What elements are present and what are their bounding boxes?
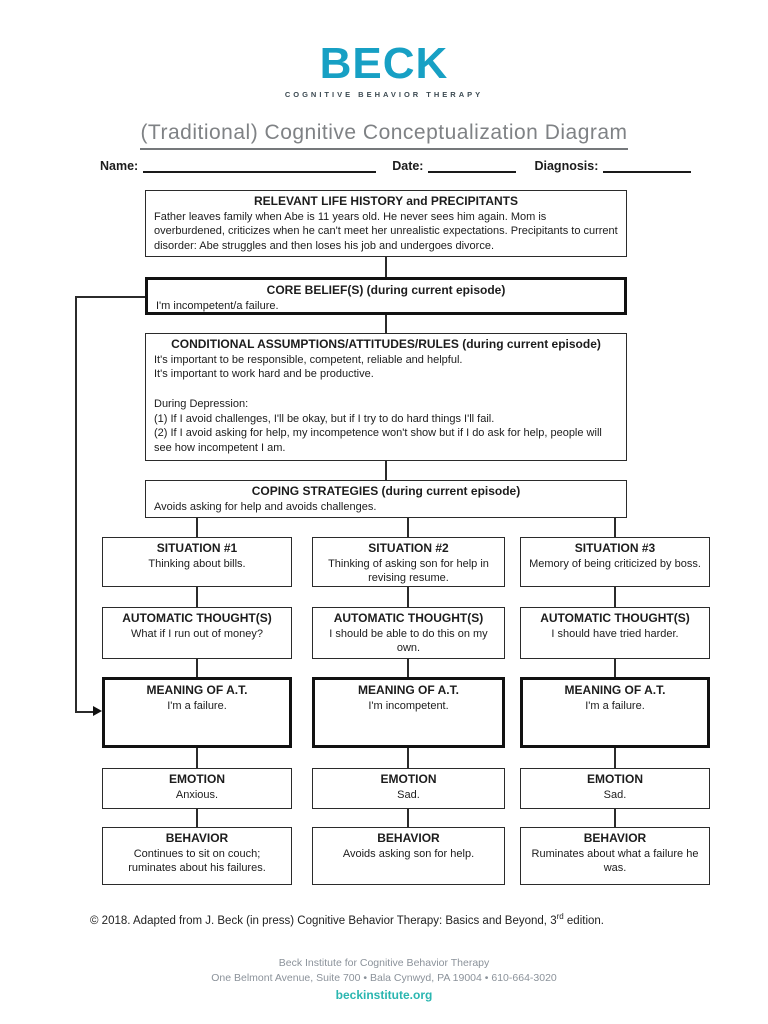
connector-line <box>385 461 387 480</box>
connector-line <box>196 809 198 827</box>
connector-line <box>385 315 387 333</box>
automatic-thought-1-box: AUTOMATIC THOUGHT(S) What if I run out o… <box>102 607 292 659</box>
feedback-arrowhead-icon <box>93 706 102 716</box>
relevant-life-history-box: RELEVANT LIFE HISTORY and PRECIPITANTS F… <box>145 190 627 257</box>
situation-2-body: Thinking of asking son for help in revis… <box>328 557 489 585</box>
situation-3-box: SITUATION #3 Memory of being criticized … <box>520 537 710 587</box>
connector-line <box>385 257 387 277</box>
patient-info-row: Name: Date: Diagnosis: <box>100 153 700 173</box>
connector-line <box>196 517 198 537</box>
core-belief-box: CORE BELIEF(S) (during current episode) … <box>145 277 627 315</box>
situation-3-body: Memory of being criticized by boss. <box>529 557 701 570</box>
copyright-line: © 2018. Adapted from J. Beck (in press) … <box>90 912 604 927</box>
connector-line <box>407 587 409 607</box>
connector-line <box>614 659 616 677</box>
footer-address: One Belmont Avenue, Suite 700 • Bala Cyn… <box>211 972 557 985</box>
emotion-3-title: EMOTION <box>587 772 643 786</box>
feedback-arrow-line <box>75 296 77 712</box>
behavior-1-title: BEHAVIOR <box>165 831 229 845</box>
automatic-thought-3-box: AUTOMATIC THOUGHT(S) I should have tried… <box>520 607 710 659</box>
connector-line <box>196 659 198 677</box>
meaning-2-box: MEANING OF A.T. I'm incompetent. <box>312 677 505 748</box>
emotion-3-box: EMOTION Sad. <box>520 768 710 809</box>
core-belief-body: I'm incompetent/a failure. <box>156 299 279 312</box>
automatic-thought-1-body: What if I run out of money? <box>130 627 264 640</box>
coping-strategies-title: COPING STRATEGIES (during current episod… <box>251 484 521 498</box>
emotion-2-title: EMOTION <box>380 772 437 786</box>
date-field[interactable] <box>428 158 517 173</box>
relevant-life-history-title: RELEVANT LIFE HISTORY and PRECIPITANTS <box>253 194 519 208</box>
connector-line <box>614 809 616 827</box>
meaning-3-box: MEANING OF A.T. I'm a failure. <box>520 677 710 748</box>
meaning-3-body: I'm a failure. <box>585 699 645 712</box>
diagnosis-field[interactable] <box>603 158 692 173</box>
meaning-2-title: MEANING OF A.T. <box>358 683 459 697</box>
behavior-2-box: BEHAVIOR Avoids asking son for help. <box>312 827 505 885</box>
situation-1-box: SITUATION #1 Thinking about bills. <box>102 537 292 587</box>
copyright-suffix: edition. <box>563 914 604 927</box>
meaning-3-title: MEANING OF A.T. <box>564 683 666 697</box>
situation-2-box: SITUATION #2 Thinking of asking son for … <box>312 537 505 587</box>
meaning-1-title: MEANING OF A.T. <box>146 683 248 697</box>
emotion-2-body: Sad. <box>397 788 420 801</box>
emotion-3-body: Sad. <box>603 788 627 801</box>
page-footer: Beck Institute for Cognitive Behavior Th… <box>0 956 768 1004</box>
behavior-1-body: Continues to sit on couch; ruminates abo… <box>128 847 266 875</box>
beck-logo-text: BECK <box>319 39 449 88</box>
emotion-1-box: EMOTION Anxious. <box>102 768 292 809</box>
emotion-1-body: Anxious. <box>175 788 219 801</box>
beck-logo-tagline: COGNITIVE BEHAVIOR THERAPY <box>284 90 484 99</box>
core-belief-title: CORE BELIEF(S) (during current episode) <box>266 283 506 297</box>
connector-line <box>614 517 616 537</box>
connector-line <box>614 587 616 607</box>
automatic-thought-2-box: AUTOMATIC THOUGHT(S) I should be able to… <box>312 607 505 659</box>
page-title: (Traditional) Cognitive Conceptualizatio… <box>0 110 768 150</box>
name-field[interactable] <box>143 158 377 173</box>
date-label: Date: <box>392 159 424 173</box>
emotion-1-title: EMOTION <box>169 772 225 786</box>
beck-logo: BECK COGNITIVE BEHAVIOR THERAPY <box>0 39 768 100</box>
behavior-3-title: BEHAVIOR <box>583 831 647 845</box>
meaning-1-body: I'm a failure. <box>167 699 227 712</box>
conditional-assumptions-body: It's important to be responsible, compet… <box>154 353 602 454</box>
situation-2-title: SITUATION #2 <box>368 541 449 555</box>
footer-website-link[interactable]: beckinstitute.org <box>335 988 433 1003</box>
behavior-2-title: BEHAVIOR <box>377 831 440 845</box>
behavior-1-box: BEHAVIOR Continues to sit on couch; rumi… <box>102 827 292 885</box>
coping-strategies-box: COPING STRATEGIES (during current episod… <box>145 480 627 518</box>
automatic-thought-1-title: AUTOMATIC THOUGHT(S) <box>122 611 272 625</box>
connector-line <box>407 809 409 827</box>
automatic-thought-3-title: AUTOMATIC THOUGHT(S) <box>540 611 690 625</box>
coping-strategies-body: Avoids asking for help and avoids challe… <box>154 500 377 513</box>
automatic-thought-3-body: I should have tried harder. <box>551 627 679 640</box>
meaning-1-box: MEANING OF A.T. I'm a failure. <box>102 677 292 748</box>
diagnosis-label: Diagnosis: <box>534 159 599 173</box>
connector-line <box>407 748 409 768</box>
copyright-text: © 2018. Adapted from J. Beck (in press) … <box>90 914 557 927</box>
situation-1-body: Thinking about bills. <box>148 557 246 570</box>
connector-line <box>407 659 409 677</box>
situation-3-title: SITUATION #3 <box>574 541 656 555</box>
conditional-assumptions-title: CONDITIONAL ASSUMPTIONS/ATTITUDES/RULES … <box>171 337 601 351</box>
feedback-arrow-line <box>75 711 94 713</box>
behavior-3-body: Ruminates about what a failure he was. <box>531 847 699 875</box>
automatic-thought-2-body: I should be able to do this on my own. <box>329 627 488 655</box>
automatic-thought-2-title: AUTOMATIC THOUGHT(S) <box>333 611 484 625</box>
conditional-assumptions-box: CONDITIONAL ASSUMPTIONS/ATTITUDES/RULES … <box>145 333 627 461</box>
connector-line <box>196 587 198 607</box>
meaning-2-body: I'm incompetent. <box>368 699 449 712</box>
name-label: Name: <box>100 159 139 173</box>
page-title-text: (Traditional) Cognitive Conceptualizatio… <box>140 121 628 150</box>
emotion-2-box: EMOTION Sad. <box>312 768 505 809</box>
relevant-life-history-body: Father leaves family when Abe is 11 year… <box>154 210 618 253</box>
copyright-superscript: rd <box>556 912 564 921</box>
feedback-arrow-line <box>75 296 145 298</box>
situation-1-title: SITUATION #1 <box>156 541 238 555</box>
behavior-2-body: Avoids asking son for help. <box>342 847 475 860</box>
connector-line <box>407 517 409 537</box>
connector-line <box>614 748 616 768</box>
behavior-3-box: BEHAVIOR Ruminates about what a failure … <box>520 827 710 885</box>
footer-organization: Beck Institute for Cognitive Behavior Th… <box>278 957 490 969</box>
connector-line <box>196 748 198 768</box>
